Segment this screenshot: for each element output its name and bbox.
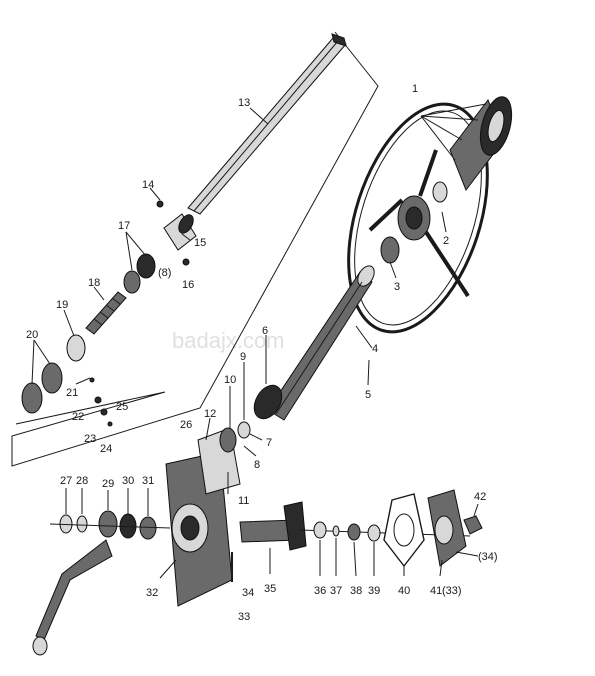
bearing-17a <box>136 253 156 279</box>
sleeve-15 <box>163 213 197 251</box>
leader-lines <box>31 107 479 579</box>
label-5: 5 <box>365 389 371 401</box>
steering-wheel-1 <box>347 96 513 334</box>
label-1: 1 <box>412 83 418 95</box>
seal-29 <box>98 510 118 538</box>
label-18: 18 <box>88 277 100 289</box>
pitman-arm <box>32 539 113 656</box>
label-35: 35 <box>264 583 276 595</box>
label-17: 17 <box>118 220 130 232</box>
column-tube-5 <box>267 265 375 421</box>
part-labels: 1 2 3 4 5 6 7 8 9 10 11 12 13 14 15 16 1… <box>26 83 498 623</box>
label-15: 15 <box>194 237 206 249</box>
nut-42 <box>463 515 483 535</box>
label-24: 24 <box>100 443 112 455</box>
label-22: 22 <box>72 411 84 423</box>
bearing-17b <box>123 270 141 294</box>
label-12: 12 <box>204 408 216 420</box>
bearing-20b <box>21 382 43 414</box>
washer-28 <box>76 515 88 533</box>
label-41: 41 <box>430 585 442 597</box>
label-34-ref: (34) <box>478 551 498 563</box>
label-10: 10 <box>224 374 236 386</box>
leader-1b <box>420 115 479 121</box>
part-22 <box>94 396 102 404</box>
part-38 <box>347 523 361 541</box>
subassembly-frame <box>11 31 379 467</box>
label-30: 30 <box>122 475 134 487</box>
label-33-ref: (33) <box>442 585 462 597</box>
label-16: 16 <box>182 279 194 291</box>
label-7: 7 <box>266 437 272 449</box>
label-37: 37 <box>330 585 342 597</box>
label-21: 21 <box>66 387 78 399</box>
label-14: 14 <box>142 179 154 191</box>
washer-36 <box>313 521 327 539</box>
washer-39 <box>367 524 381 542</box>
steering-shaft-13 <box>187 33 347 215</box>
label-29: 29 <box>102 478 114 490</box>
gasket-40 <box>383 493 425 568</box>
label-36: 36 <box>314 585 326 597</box>
label-8-ref: (8) <box>158 267 171 279</box>
label-39: 39 <box>368 585 380 597</box>
label-23: 23 <box>84 433 96 445</box>
label-8: 8 <box>254 459 260 471</box>
part-10 <box>219 427 237 453</box>
washer-9 <box>237 421 251 439</box>
label-38: 38 <box>350 585 362 597</box>
label-13: 13 <box>238 97 250 109</box>
nut-16 <box>182 258 190 266</box>
label-25: 25 <box>116 401 128 413</box>
label-34: 34 <box>242 587 254 599</box>
label-19: 19 <box>56 299 68 311</box>
label-26: 26 <box>180 419 192 431</box>
bolt-14 <box>156 200 164 208</box>
bearing-20a <box>41 362 63 394</box>
label-20: 20 <box>26 329 38 341</box>
ball-21 <box>89 377 95 383</box>
label-2: 2 <box>443 235 449 247</box>
leader-1a <box>420 103 487 117</box>
part-19 <box>66 334 86 362</box>
part-23 <box>100 408 108 416</box>
label-11: 11 <box>238 495 249 507</box>
label-40: 40 <box>398 585 410 597</box>
label-28: 28 <box>76 475 88 487</box>
leader-1d <box>420 115 456 161</box>
part-24 <box>107 421 113 427</box>
label-9: 9 <box>240 351 246 363</box>
shaft-centerline <box>49 523 171 529</box>
label-42: 42 <box>474 491 486 503</box>
bushing-31 <box>139 516 157 540</box>
bearing-6 <box>253 384 283 420</box>
sector-shaft-35 <box>239 501 307 551</box>
label-3: 3 <box>394 281 400 293</box>
label-31: 31 <box>142 475 154 487</box>
label-6: 6 <box>262 325 268 337</box>
label-4: 4 <box>372 343 378 355</box>
hub-3 <box>380 236 400 264</box>
part-37 <box>332 525 340 537</box>
worm-shaft-18 <box>85 291 127 335</box>
leader-1c <box>420 115 463 141</box>
label-33: 33 <box>238 611 250 623</box>
label-27: 27 <box>60 475 72 487</box>
label-32: 32 <box>146 587 158 599</box>
